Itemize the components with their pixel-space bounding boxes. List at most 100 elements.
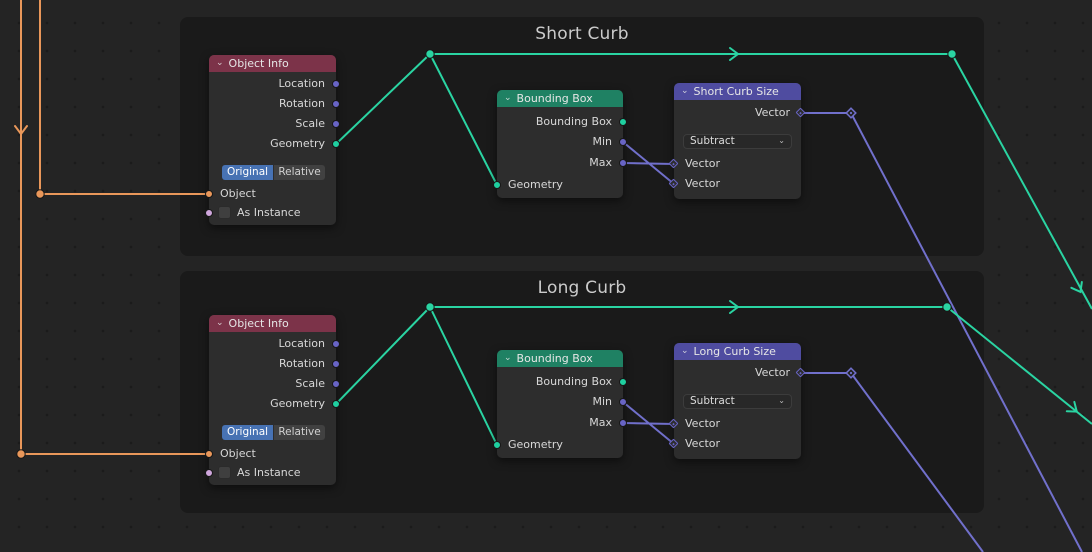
- socket-label-text: Rotation: [278, 97, 325, 110]
- socket-label-text: Geometry: [508, 438, 563, 451]
- socket-output-location[interactable]: [332, 80, 340, 88]
- operation-dropdown[interactable]: Subtract ⌄: [683, 133, 792, 149]
- socket-label-geometry: Geometry: [209, 136, 325, 152]
- operation-dropdown-value: Subtract: [690, 395, 735, 407]
- socket-label-text: Vector: [685, 157, 721, 170]
- socket-output-max[interactable]: [619, 419, 627, 427]
- socket-label-rotation: Rotation: [209, 96, 325, 112]
- operation-dropdown[interactable]: Subtract⌄: [683, 393, 792, 409]
- socket-output-rotation[interactable]: [332, 100, 340, 108]
- node-title: Short Curb Size: [693, 85, 779, 98]
- socket-label-max: Max: [497, 415, 612, 431]
- node-header[interactable]: ⌄ Object Info: [209, 55, 336, 72]
- socket-label-text: Vector: [685, 437, 721, 450]
- socket-label-text: Location: [278, 77, 325, 90]
- socket-output-rotation[interactable]: [332, 360, 340, 368]
- link-direction-arrow-icon: [1070, 280, 1083, 294]
- node-header[interactable]: ⌄ Short Curb Size: [674, 83, 801, 100]
- socket-label-vector: Vector: [674, 365, 790, 381]
- as-instance-checkbox[interactable]: [218, 466, 231, 479]
- socket-input-as-instance[interactable]: [205, 469, 213, 477]
- chevron-down-icon[interactable]: ⌄: [216, 57, 224, 68]
- original-button[interactable]: Original: [222, 164, 273, 180]
- chevron-down-icon: ⌄: [778, 136, 785, 145]
- reroute-node[interactable]: [16, 449, 26, 459]
- node-header[interactable]: ⌄Long Curb Size: [674, 343, 801, 360]
- socket-label-vector: Vector: [685, 156, 720, 172]
- chevron-down-icon[interactable]: ⌄: [504, 352, 512, 363]
- socket-input-as-instance[interactable]: [205, 209, 213, 217]
- socket-label-scale: Scale: [209, 376, 325, 392]
- socket-output-bounding-box[interactable]: [619, 118, 627, 126]
- socket-input-object[interactable]: [205, 190, 213, 198]
- socket-label-text: As Instance: [237, 206, 301, 219]
- link-direction-arrow-icon: [14, 125, 28, 136]
- socket-label-text: Scale: [295, 377, 325, 390]
- frame-title: Short Curb: [535, 24, 629, 44]
- chevron-down-icon[interactable]: ⌄: [681, 345, 689, 356]
- node-title: Bounding Box: [516, 352, 593, 365]
- socket-label-text: Rotation: [278, 357, 325, 370]
- socket-output-min[interactable]: [619, 398, 627, 406]
- socket-output-geometry[interactable]: [332, 400, 340, 408]
- operation-dropdown-value: Subtract: [690, 135, 735, 147]
- chevron-down-icon[interactable]: ⌄: [681, 85, 689, 96]
- frame-title: Long Curb: [537, 278, 627, 298]
- relative-button[interactable]: Relative: [274, 424, 325, 440]
- socket-input-geometry[interactable]: [493, 181, 501, 189]
- socket-output-scale[interactable]: [332, 380, 340, 388]
- node-header[interactable]: ⌄ Object Info: [209, 315, 336, 332]
- node-title: Object Info: [228, 317, 289, 330]
- socket-input-geometry[interactable]: [493, 441, 501, 449]
- socket-output-scale[interactable]: [332, 120, 340, 128]
- socket-input-object[interactable]: [205, 450, 213, 458]
- socket-label-text: Scale: [295, 117, 325, 130]
- chevron-down-icon[interactable]: ⌄: [216, 317, 224, 328]
- socket-label-text: Location: [278, 337, 325, 350]
- reroute-node[interactable]: [35, 189, 45, 199]
- socket-label-text: Geometry: [270, 137, 325, 150]
- socket-label-text: Object: [220, 447, 256, 460]
- socket-label-geometry: Geometry: [508, 437, 563, 453]
- socket-label-as-instance: As Instance: [237, 205, 301, 221]
- socket-label-vector: Vector: [685, 436, 720, 452]
- socket-label-bounding-box: Bounding Box: [497, 114, 612, 130]
- socket-label-vector: Vector: [674, 105, 790, 121]
- chevron-down-icon[interactable]: ⌄: [504, 92, 512, 103]
- original-button[interactable]: Original: [222, 424, 273, 440]
- socket-output-bounding-box[interactable]: [619, 378, 627, 386]
- socket-label-as-instance: As Instance: [237, 465, 301, 481]
- socket-label-object: Object: [220, 186, 256, 202]
- socket-label-min: Min: [497, 134, 612, 150]
- socket-label-text: Vector: [754, 106, 790, 119]
- node-header[interactable]: ⌄Bounding Box: [497, 90, 623, 107]
- relative-button[interactable]: Relative: [274, 164, 325, 180]
- socket-label-text: Vector: [685, 177, 721, 190]
- socket-label-text: Vector: [685, 417, 721, 430]
- socket-label-vector: Vector: [685, 416, 720, 432]
- socket-label-text: Bounding Box: [535, 115, 612, 128]
- socket-label-text: Min: [592, 135, 612, 148]
- socket-label-text: As Instance: [237, 466, 301, 479]
- socket-label-object: Object: [220, 446, 256, 462]
- socket-label-text: Geometry: [508, 178, 563, 191]
- socket-label-bounding-box: Bounding Box: [497, 374, 612, 390]
- socket-output-location[interactable]: [332, 340, 340, 348]
- socket-output-max[interactable]: [619, 159, 627, 167]
- socket-label-text: Max: [589, 156, 612, 169]
- socket-output-geometry[interactable]: [332, 140, 340, 148]
- socket-output-min[interactable]: [619, 138, 627, 146]
- as-instance-checkbox[interactable]: [218, 206, 231, 219]
- node-header[interactable]: ⌄ Bounding Box: [497, 350, 623, 367]
- node-title: Object Info: [228, 57, 289, 70]
- socket-label-text: Geometry: [270, 397, 325, 410]
- socket-label-min: Min: [497, 394, 612, 410]
